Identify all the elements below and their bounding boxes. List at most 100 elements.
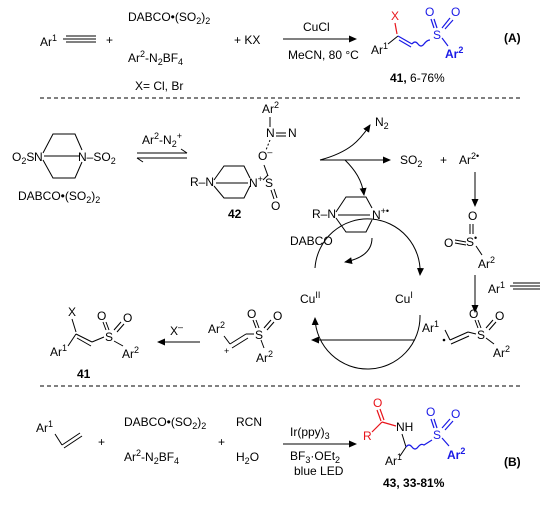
dabco-so2-name: DABCO•(SO2)2 [18,189,100,205]
vinyl-cation: Ar2 + S O O Ar2 [208,307,282,365]
int42-n1: N [266,126,275,140]
product43-r: R [363,429,372,443]
alkene-ar1: Ar1 [36,419,53,435]
alkyne-triple-bond [510,282,540,290]
radical-cation-r-n: R–N [312,207,336,221]
so2-product: SO2 [400,153,422,169]
product43-oxygen-3: O [451,407,460,421]
mech-product-ar1: Ar1 [50,343,67,359]
reaction-b: Ar1 + DABCO•(SO2)2 Ar2-N2BF4 + RCN H2O I… [36,396,521,490]
product43-oxygen: O [373,396,382,410]
conditions-label: MeCN, 80 °C [288,48,359,62]
mech-product-41-label: 41 [77,367,91,381]
dabco-so2-structure: O2S N N–SO2 DABCO•(SO2)2 [12,133,116,205]
product-halogen-x: X [391,9,399,23]
dabco-radical-cation: R–N N+• [312,196,389,233]
dabco-left-o2s: O2S [12,150,34,166]
product-ar2-label: Ar2 [445,45,463,61]
aryldiazonium-reagent: Ar2-N2+ [142,131,182,149]
mech-product-x: X [68,305,76,319]
int42-oxygen: O– [258,147,272,163]
int42-n2: N [288,126,297,140]
vinyl-radical-o2: O [495,309,504,323]
mech-product-ar2: Ar2 [122,345,139,361]
vinyl-radical: Ar1 S O O Ar2 [422,307,510,360]
vinyl-cation-ar2: Ar2 [208,320,225,336]
product43-nh: NH [396,420,413,434]
triple-bond [63,35,96,43]
product-oxygen-1: O [425,5,434,19]
int42-oxygen-2: O [271,199,280,213]
product-ar1-label: Ar1 [371,41,388,57]
product-41-yield: 41, 6-76% [390,71,445,85]
dabco-so2-reagent-b: DABCO•(SO2)2 [124,415,206,431]
intermediate-42-structure: Ar2 N N O– R–N N+ S O 42 [190,100,297,221]
reaction-a: Ar1 + DABCO•(SO2)2 Ar2-N2BF4 + KX CuCl M… [40,5,521,93]
mechanism-product-41: X Ar1 S O O Ar2 41 [50,305,139,381]
vinyl-radical-s: S [477,328,485,342]
alkyne-ar1-label: Ar1 [40,33,57,49]
alkene-bond-1 [54,433,63,446]
label-a: (A) [504,31,521,45]
mechanism: O2S N N–SO2 DABCO•(SO2)2 Ar2-N2+ Ar2 N N… [12,100,540,381]
intermediate-42-label: 42 [228,207,242,221]
product43-oxygen-2: O [426,405,435,419]
copper-ii: CuII [300,290,320,306]
int42-ar2: Ar2 [262,100,279,116]
mech-product-o1: O [97,309,106,323]
mech-product-o2: O [123,311,132,325]
water-reagent: H2O [236,450,259,466]
vinyl-radical-ar2: Ar2 [493,344,510,360]
equilibrium-arrow [136,148,188,163]
label-b: (B) [504,455,521,469]
diazonium-reagent: Ar2-N2BF4 [128,49,183,67]
vinyl-cation-s: S [255,328,263,342]
copper-catalytic-cycle [311,218,424,370]
kx-reagent: + KX [234,33,260,47]
copper-i: CuI [395,290,413,306]
mech-product-s: S [105,330,113,344]
sulfonyl-o2: O [444,236,453,250]
product-oxygen-2: O [451,5,460,19]
vinyl-radical-ar1: Ar1 [422,319,439,335]
int42-sulfur: S [265,176,273,190]
plus-sign: + [106,33,113,47]
alkene-bond-2 [61,432,81,446]
product43-sulfur: S [433,428,441,442]
vinyl-cation-plus: + [224,346,229,356]
radical-cation-n: N+• [372,206,389,222]
diazonium-reagent-b: Ar2-N2BF4 [124,448,179,466]
sulfonyl-radical: O S• O Ar2 [444,209,495,271]
halide-anion: X– [170,322,183,338]
plus-sign-b1: + [98,435,105,449]
aryl-radical: Ar2• [459,151,479,167]
dabco-so2-reagent: DABCO•(SO2)2 [128,10,210,26]
sulfonyl-ar2: Ar2 [478,255,495,271]
light-source-label: blue LED [294,464,344,478]
int42-n-plus: N+ [249,174,263,190]
sulfonyl-s: S• [466,233,477,249]
product43-ar2: Ar2 [447,446,465,462]
nitrile-reagent: RCN [236,415,262,429]
dabco-right-nso2: N–SO2 [78,150,116,166]
halide-note: X= Cl, Br [135,79,183,93]
plus-sign-b2: + [218,435,225,449]
n2-product: N2 [375,115,389,131]
product-41-structure: X Ar1 S O O Ar2 [371,5,463,61]
vinyl-cation-o1: O [247,307,256,321]
catalyst-label: CuCl [303,20,330,34]
vinyl-cation-ar2b: Ar2 [256,349,273,365]
plus-sign-2: + [440,153,447,167]
lewis-acid-label: BF3·OEt2 [290,449,340,465]
alkyne-ar1: Ar1 [488,280,505,296]
fragmentation-arrows [319,124,391,196]
product43-ar1: Ar1 [385,452,402,468]
int42-r-n: R–N [190,175,214,189]
product-43-structure: O R NH Ar1 S O O Ar2 [363,396,465,468]
dabco-left-n: N [34,150,43,164]
product-sulfur: S [433,28,441,42]
alkene-bond-3 [63,435,83,449]
dabco-released: DABCO [290,234,333,248]
photocatalyst-label: Ir(ppy)3 [290,425,330,441]
